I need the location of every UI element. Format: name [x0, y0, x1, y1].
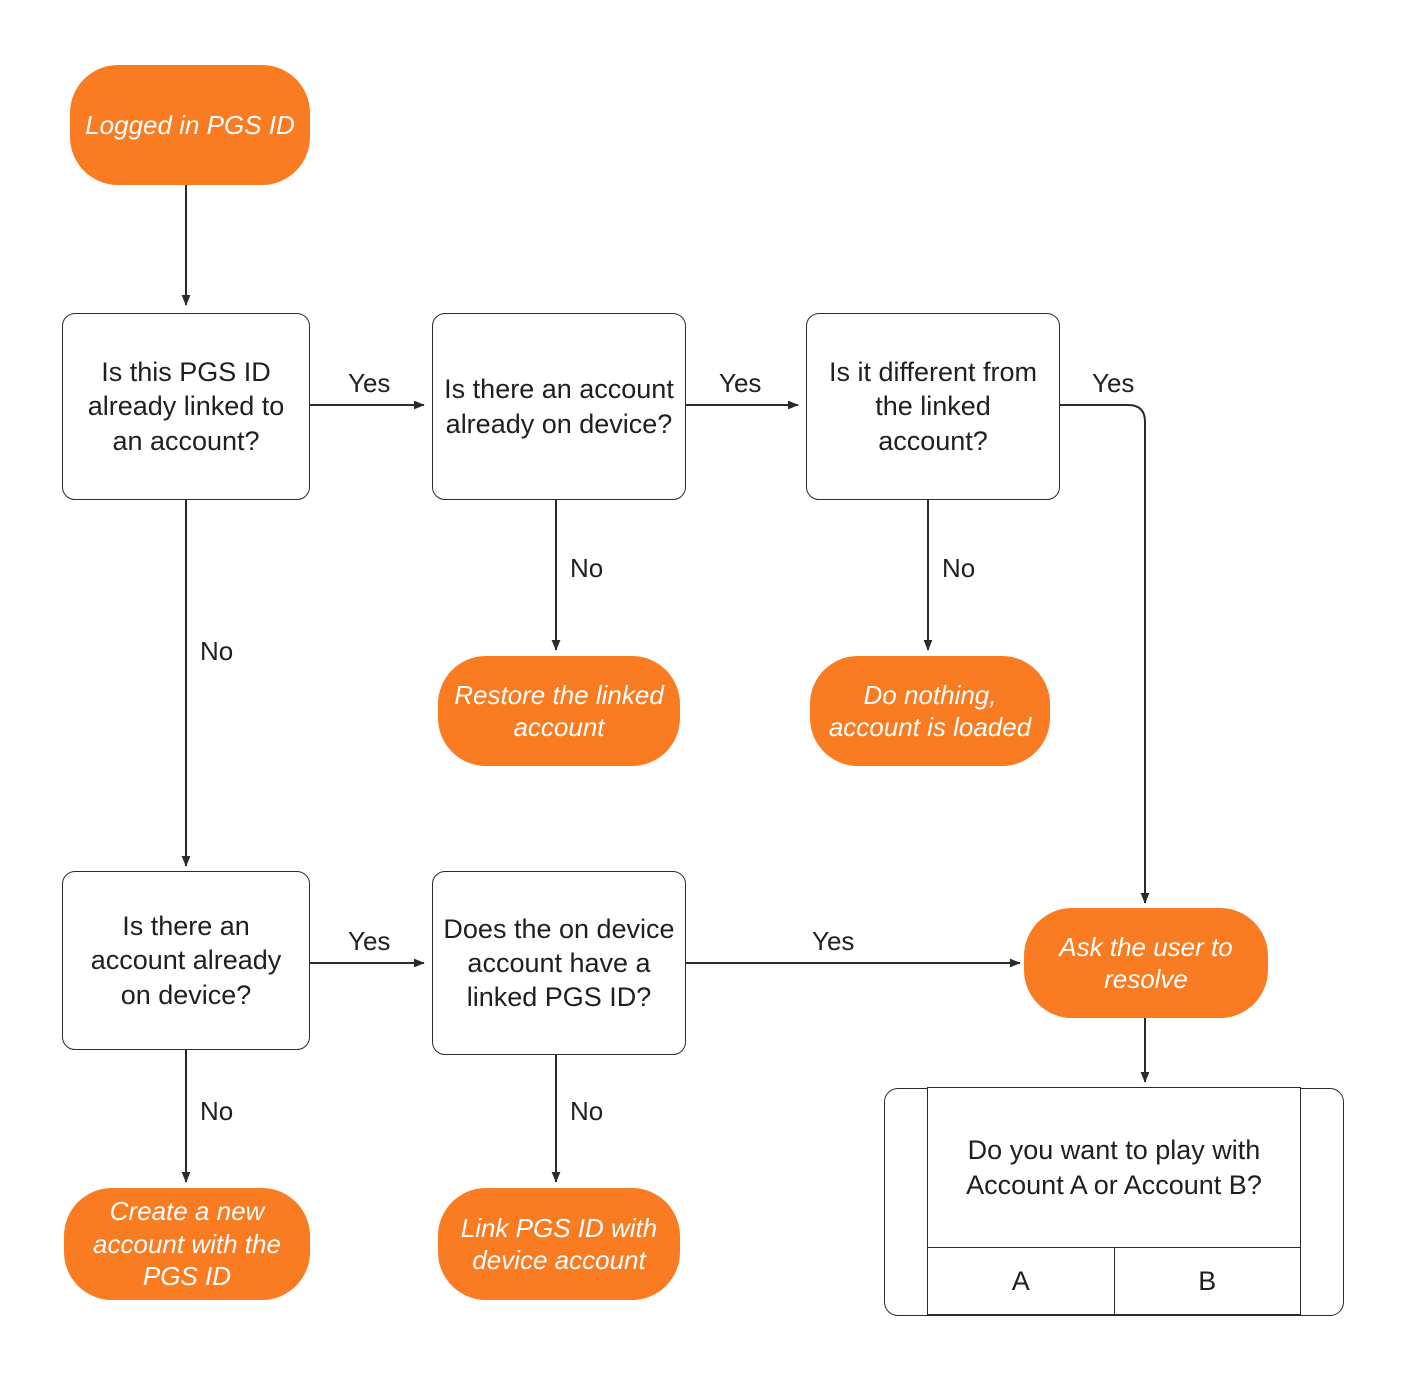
- edge-label-d5-yes: Yes: [812, 926, 855, 956]
- node-decision-different-from-linked[interactable]: Is it different from the linked account?: [806, 313, 1060, 500]
- node-terminal-ask-user-to-resolve[interactable]: Ask the user to resolve: [1024, 908, 1268, 1018]
- node-decision-pgs-id-linked[interactable]: Is this PGS ID already linked to an acco…: [62, 313, 310, 500]
- dialog-button-b[interactable]: B: [1113, 1248, 1301, 1314]
- node-terminal-restore-linked-account[interactable]: Restore the linked account: [438, 656, 680, 766]
- edge-label-d1-yes: Yes: [348, 368, 391, 398]
- node-terminal-link-pgs-id[interactable]: Link PGS ID with device account: [438, 1188, 680, 1300]
- edge-label-d4-yes: Yes: [348, 926, 391, 956]
- edge-label-d3-no: No: [942, 553, 976, 583]
- edge-label-d5-no: No: [570, 1096, 604, 1126]
- node-label: Restore the linked account: [454, 679, 664, 743]
- edge-label-d1-no: No: [200, 636, 234, 666]
- dialog-button-a[interactable]: A: [1011, 1265, 1030, 1296]
- node-label: Create a new account with the PGS ID: [93, 1196, 281, 1292]
- node-label: Logged in PGS ID: [85, 109, 295, 140]
- node-label: Is there an account already on device?: [444, 374, 674, 439]
- node-label: Is there an account already on device?: [90, 911, 282, 1010]
- dialog-mockup-body: Do you want to play with Account A or Ac…: [927, 1087, 1301, 1315]
- node-terminal-do-nothing[interactable]: Do nothing, account is loaded: [810, 656, 1050, 766]
- dialog-button-row: A B: [928, 1247, 1300, 1314]
- node-label: Is it different from the linked account?: [828, 357, 1038, 456]
- node-label: Ask the user to resolve: [1059, 931, 1233, 995]
- node-start-logged-in-pgs-id[interactable]: Logged in PGS ID: [70, 65, 310, 185]
- edge-label-d4-no: No: [200, 1096, 234, 1126]
- edge-d3-yes-to-ask: [1060, 404, 1150, 904]
- node-decision-account-on-device-top[interactable]: Is there an account already on device?: [432, 313, 686, 500]
- node-terminal-create-new-account[interactable]: Create a new account with the PGS ID: [64, 1188, 310, 1300]
- node-label: Link PGS ID with device account: [460, 1212, 658, 1276]
- node-label: Do nothing, account is loaded: [828, 679, 1032, 743]
- node-label: Does the on device account have a linked…: [443, 913, 675, 1012]
- node-decision-device-account-linked-pgs-id[interactable]: Does the on device account have a linked…: [432, 871, 686, 1055]
- dialog-message: Do you want to play with Account A or Ac…: [966, 1135, 1262, 1200]
- edge-label-d2-yes: Yes: [719, 368, 762, 398]
- node-label: Is this PGS ID already linked to an acco…: [87, 357, 285, 456]
- edge-label-d2-no: No: [570, 553, 604, 583]
- node-decision-account-on-device-bottom[interactable]: Is there an account already on device?: [62, 871, 310, 1050]
- dialog-mockup-frame: Do you want to play with Account A or Ac…: [884, 1087, 1344, 1316]
- edge-label-d3-yes: Yes: [1092, 368, 1135, 398]
